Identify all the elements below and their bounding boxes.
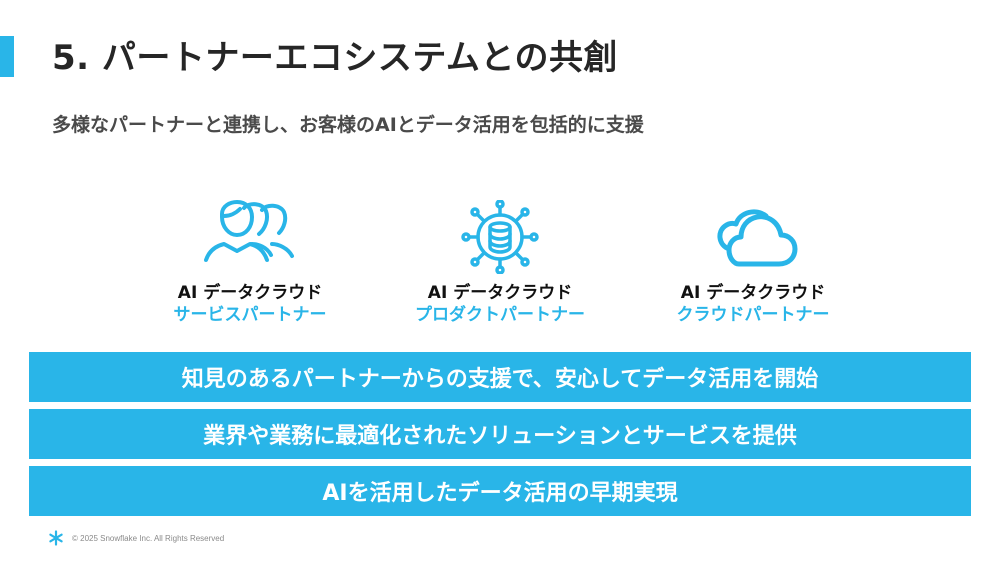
footer: © 2025 Snowflake Inc. All Rights Reserve… [48,530,224,546]
partner-service: AI データクラウド サービスパートナー [140,200,360,326]
title-accent-bar [0,36,14,77]
benefit-bar: 業界や業務に最適化されたソリューションとサービスを提供 [29,409,971,459]
page-subtitle: 多様なパートナーと連携し、お客様のAIとデータ活用を包括的に支援 [52,114,644,136]
copyright-text: © 2025 Snowflake Inc. All Rights Reserve… [72,533,225,543]
partner-category: AI データクラウド [680,283,826,303]
benefit-bar: AIを活用したデータ活用の早期実現 [29,466,971,516]
partner-product: AI データクラウド プロダクトパートナー [390,200,610,326]
page-title: 5. パートナーエコシステムとの共創 [52,38,619,78]
partner-category: AI データクラウド [177,283,323,303]
partner-type: サービスパートナー [173,305,327,325]
cloud-icon [717,209,798,267]
people-group-icon [204,200,294,262]
partner-type: クラウドパートナー [676,305,830,325]
partner-type: プロダクトパートナー [415,305,585,325]
database-network-icon [461,200,539,274]
benefit-bar: 知見のあるパートナーからの支援で、安心してデータ活用を開始 [29,352,971,402]
snowflake-logo-icon [49,530,63,546]
partner-cloud: AI データクラウド クラウドパートナー [643,200,863,326]
partner-category: AI データクラウド [427,283,573,303]
